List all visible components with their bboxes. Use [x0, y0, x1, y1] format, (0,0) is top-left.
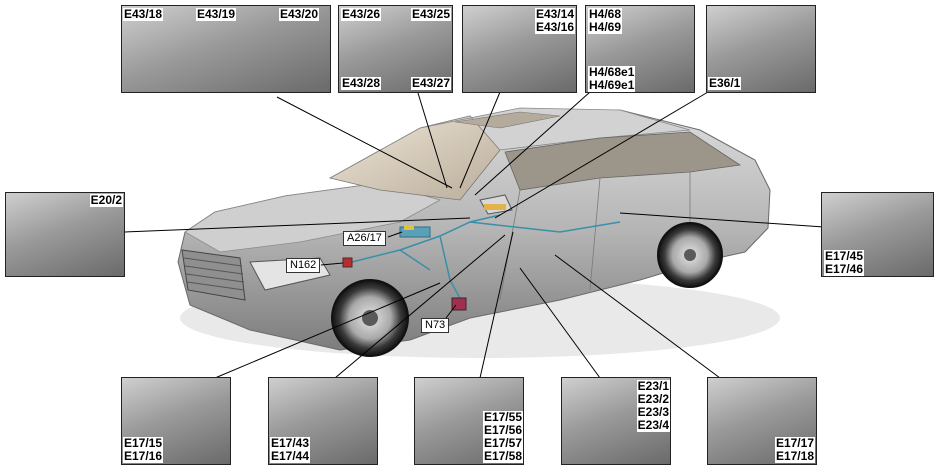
label-e23-2: E23/2 [636, 392, 670, 406]
label-e17-57: E17/57 [482, 436, 523, 450]
labels-e43-19: E43/19 [196, 7, 237, 21]
label-e17-43: E17/43 [270, 436, 311, 450]
labels-e17-17: E17/17 E17/18 [774, 436, 815, 463]
label-e43-16: E43/16 [534, 20, 575, 34]
labels-e17-43: E17/43 E17/44 [270, 436, 311, 463]
a26-module [399, 226, 431, 238]
label-h4-69e1: H4/69e1 [588, 78, 636, 92]
label-e43-14: E43/14 [534, 7, 575, 21]
label-e17-56: E17/56 [482, 423, 523, 437]
grille-slats [183, 257, 245, 291]
label-h4-68e1: H4/68e1 [588, 65, 636, 79]
label-e17-55: E17/55 [482, 410, 523, 424]
label-e17-46: E17/46 [824, 262, 865, 276]
n162-module [342, 257, 353, 268]
mirror-lamp [484, 204, 506, 210]
labels-e17-55: E17/55 E17/56 E17/57 E17/58 [482, 410, 523, 463]
label-h4-68: H4/68 [588, 7, 623, 21]
label-e43-26: E43/26 [341, 7, 382, 21]
tag-a26-17: A26/17 [343, 231, 386, 246]
labels-e43-26: E43/26 [341, 7, 382, 21]
rear-hub [684, 249, 696, 261]
label-e43-20: E43/20 [279, 7, 320, 21]
labels-h4-68e1: H4/68e1 H4/69e1 [588, 65, 636, 92]
labels-e20-2: E20/2 [89, 193, 123, 207]
label-e17-45: E17/45 [824, 249, 865, 263]
labels-e36-1: E36/1 [708, 76, 742, 90]
side-windows [504, 131, 742, 191]
label-e17-44: E17/44 [270, 449, 311, 463]
labels-e43-27: E43/27 [410, 76, 451, 90]
label-e23-1: E23/1 [636, 379, 670, 393]
labels-e43-14: E43/14 E43/16 [534, 7, 575, 34]
labels-e17-15: E17/15 E17/16 [123, 436, 164, 463]
car-hood [184, 182, 442, 253]
label-e17-18: E17/18 [774, 449, 815, 463]
wiring-harness [351, 214, 621, 303]
leader-lines [124, 91, 825, 379]
label-e36-1: E36/1 [708, 76, 742, 90]
label-e17-17: E17/17 [774, 436, 815, 450]
labels-e17-45: E17/45 E17/46 [824, 249, 865, 276]
a26-module-yellow [404, 225, 414, 230]
label-e20-2: E20/2 [89, 193, 123, 207]
labels-e43-20: E43/20 [279, 7, 320, 21]
label-e17-15: E17/15 [123, 436, 164, 450]
n73-module [451, 297, 467, 311]
label-e43-27: E43/27 [410, 76, 451, 90]
labels-h4-68: H4/68 H4/69 [588, 7, 623, 34]
labels-e43-18: E43/18 [123, 7, 164, 21]
label-e17-16: E17/16 [123, 449, 164, 463]
label-e43-19: E43/19 [196, 7, 237, 21]
label-h4-69: H4/69 [588, 20, 623, 34]
label-e17-58: E17/58 [482, 449, 523, 463]
label-e43-18: E43/18 [123, 7, 164, 21]
sunroof [454, 111, 561, 129]
tag-n162: N162 [286, 258, 321, 273]
label-e43-25: E43/25 [410, 7, 451, 21]
tag-n73: N73 [421, 318, 450, 333]
labels-e43-25: E43/25 [410, 7, 451, 21]
labels-e43-28: E43/28 [341, 76, 382, 90]
label-e23-3: E23/3 [636, 405, 670, 419]
labels-e23: E23/1 E23/2 E23/3 E23/4 [636, 379, 670, 432]
label-e23-4: E23/4 [636, 418, 670, 432]
label-e43-28: E43/28 [341, 76, 382, 90]
